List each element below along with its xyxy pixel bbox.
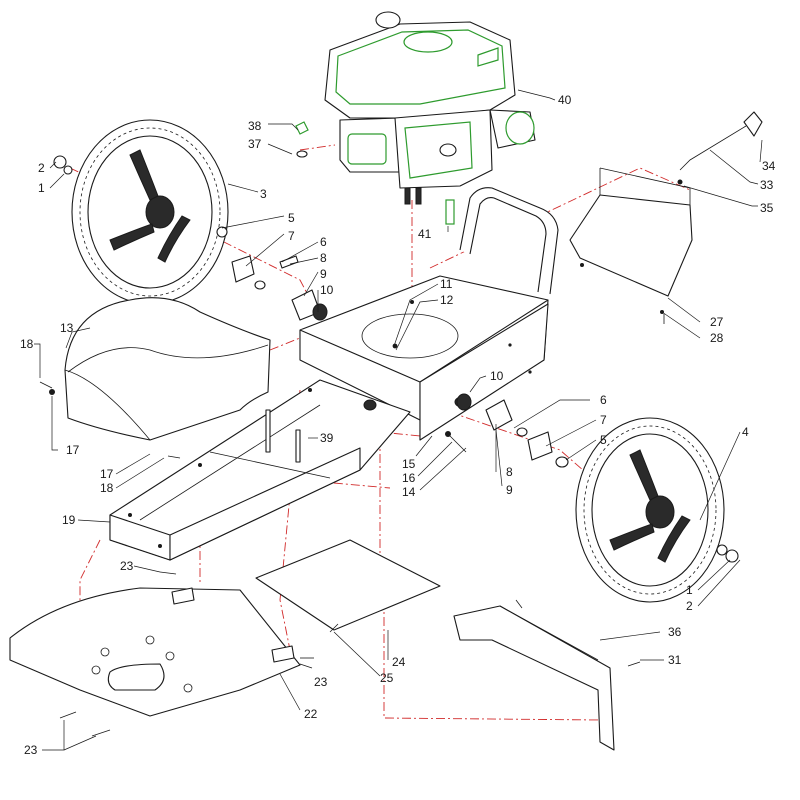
callout-label: 23 [24,743,38,757]
callout-label: 12 [440,293,454,307]
callout-label: 24 [392,655,406,669]
right-axle-parts [445,393,739,563]
hardware-bolts [39,314,665,737]
throttle-lever [677,111,763,185]
callout-label: 17 [100,467,114,481]
lower-frame [109,379,411,561]
callout-label: 38 [248,119,262,133]
callout-label: 18 [20,337,34,351]
callout-label: 39 [320,431,334,445]
callout-label: 18 [100,481,114,495]
side-cover [569,167,693,314]
base-plate [255,539,441,631]
callout-label: 8 [506,465,513,479]
callout-label: 15 [402,457,416,471]
callout-label: 34 [762,159,776,173]
callout-label: 37 [248,137,262,151]
shaft-key [445,199,455,225]
callout-label: 28 [710,331,724,345]
callout-label: 9 [506,483,513,497]
right-wheel [575,417,725,603]
callout-label: 27 [710,315,724,329]
callout-label: 5 [288,211,295,225]
callout-label: 1 [686,583,693,597]
callout-label: 31 [668,653,682,667]
callout-label: 25 [380,671,394,685]
callout-label: 10 [490,369,504,383]
callout-label: 5 [600,433,607,447]
callout-label: 19 [62,513,76,527]
callout-labels: 40 38 37 34 33 35 2 1 3 5 7 6 8 9 10 11 … [20,93,776,757]
main-frame [299,187,559,441]
engine [324,11,536,205]
callout-label: 33 [760,178,774,192]
deflector [453,605,615,751]
callout-label: 35 [760,201,774,215]
callout-label: 13 [60,321,74,335]
callout-label: 23 [120,559,134,573]
callout-label: 3 [260,187,267,201]
callout-label: 7 [600,413,607,427]
callout-label: 17 [66,443,80,457]
callout-label: 16 [402,471,416,485]
callout-label: 10 [320,283,334,297]
callout-label: 4 [742,425,749,439]
callout-label: 7 [288,229,295,243]
callout-label: 1 [38,181,45,195]
callout-label: 6 [600,393,607,407]
left-wheel [71,119,229,305]
callout-label: 11 [440,277,453,291]
callout-label: 36 [668,625,682,639]
leader-lines [34,89,763,751]
fitting-38-37 [295,121,309,158]
callout-label: 40 [558,93,572,107]
callout-label: 2 [38,161,45,175]
skid-plate [9,587,301,717]
callout-label: 6 [320,235,327,249]
belt-guard [49,297,271,441]
callout-label: 2 [686,599,693,613]
callout-label: 14 [402,485,416,499]
callout-label: 8 [320,251,327,265]
callout-label: 23 [314,675,328,689]
callout-label: 22 [304,707,318,721]
callout-label: 9 [320,267,327,281]
callout-label: 41 [418,227,432,241]
